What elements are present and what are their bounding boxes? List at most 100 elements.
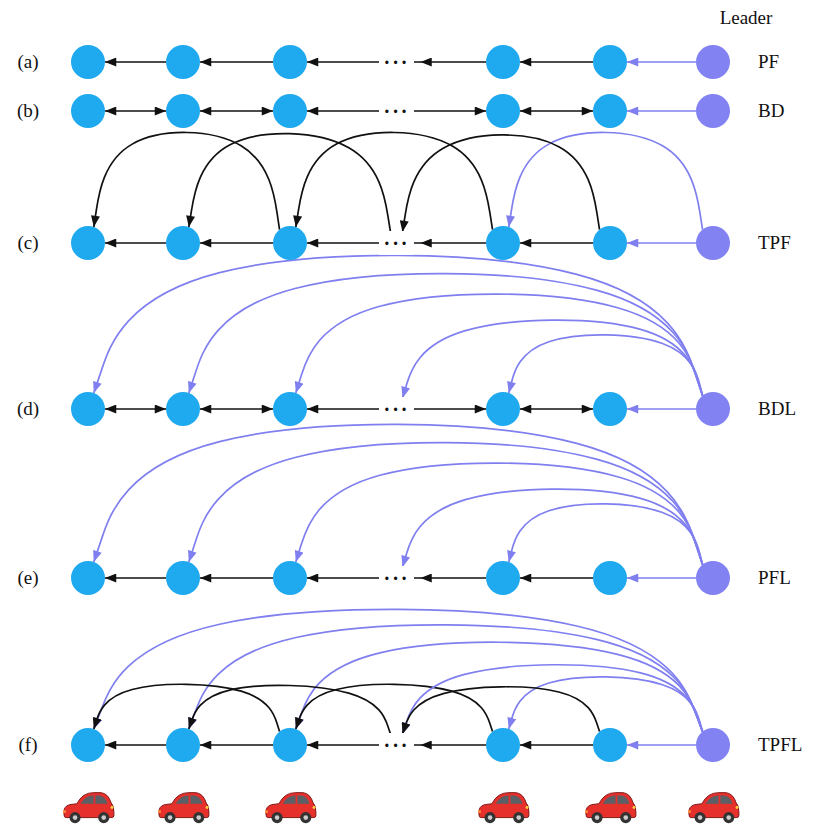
connector	[105, 577, 166, 579]
connector	[296, 294, 703, 396]
scheme-name: BD	[758, 100, 784, 123]
car	[158, 793, 209, 824]
follower-node	[593, 392, 627, 426]
connector	[520, 577, 593, 579]
connector	[627, 577, 696, 579]
follower-node	[166, 728, 200, 762]
connector	[94, 132, 280, 229]
follower-node	[166, 94, 200, 128]
follower-node	[71, 561, 105, 595]
connector	[94, 255, 703, 395]
follower-node	[273, 561, 307, 595]
follower-node	[593, 45, 627, 79]
follower-node	[273, 392, 307, 426]
connector	[509, 132, 703, 229]
hidden-link-arc	[189, 685, 391, 734]
connector	[200, 61, 273, 63]
leader-label: Leader	[720, 7, 773, 30]
ellipsis: ···	[379, 397, 413, 421]
follower-node	[593, 226, 627, 260]
connector	[189, 625, 703, 732]
scheme-name: BDL	[758, 398, 796, 421]
follower-node	[593, 94, 627, 128]
follower-node	[71, 392, 105, 426]
follower-node	[486, 45, 520, 79]
connector	[509, 677, 703, 732]
row-label: (c)	[17, 232, 38, 255]
follower-node	[593, 561, 627, 595]
follower-node	[166, 561, 200, 595]
car	[63, 793, 114, 824]
car	[688, 793, 739, 824]
connector	[520, 61, 593, 63]
row-label: (a)	[17, 51, 38, 74]
follower-node	[166, 392, 200, 426]
connector	[189, 443, 703, 565]
follower-node	[486, 561, 520, 595]
connector	[94, 424, 703, 564]
connector	[520, 408, 593, 410]
hidden-link-arc	[403, 320, 703, 398]
ellipsis: ···	[379, 50, 413, 74]
follower-node	[273, 94, 307, 128]
leader-node	[696, 226, 730, 260]
hidden-link-arc	[403, 665, 703, 734]
leader-node	[696, 561, 730, 595]
ellipsis: ···	[379, 733, 413, 757]
connector	[200, 744, 273, 746]
follower-node	[166, 45, 200, 79]
car	[585, 793, 636, 824]
scheme-name: PF	[758, 51, 779, 74]
connector	[296, 132, 493, 229]
hidden-link-arc	[403, 135, 600, 232]
leader-node	[696, 94, 730, 128]
connector	[627, 61, 696, 63]
ellipsis: ···	[379, 231, 413, 255]
connector	[627, 110, 696, 112]
follower-node	[486, 94, 520, 128]
connector	[520, 242, 593, 244]
connector	[105, 110, 166, 112]
scheme-name: PFL	[758, 567, 791, 590]
leader-node	[696, 45, 730, 79]
row-label: (e)	[17, 567, 38, 590]
leader-node	[696, 728, 730, 762]
connector	[520, 110, 593, 112]
row-label: (d)	[17, 398, 39, 421]
follower-node	[71, 45, 105, 79]
leader-node	[696, 392, 730, 426]
follower-node	[71, 728, 105, 762]
follower-node	[273, 45, 307, 79]
hidden-link-arc	[403, 687, 600, 734]
connector	[520, 744, 593, 746]
follower-node	[593, 728, 627, 762]
row-label: (b)	[17, 100, 39, 123]
follower-node	[273, 728, 307, 762]
connector	[627, 408, 696, 410]
connector	[200, 242, 273, 244]
scheme-name: TPFL	[758, 734, 802, 757]
follower-node	[71, 226, 105, 260]
follower-node	[273, 226, 307, 260]
connector	[94, 684, 280, 731]
connector	[105, 408, 166, 410]
ellipsis: ···	[379, 99, 413, 123]
follower-node	[166, 226, 200, 260]
connector	[94, 609, 703, 731]
scheme-name: TPF	[758, 232, 791, 255]
connector	[296, 463, 703, 565]
follower-node	[486, 226, 520, 260]
connector	[627, 744, 696, 746]
connector	[627, 242, 696, 244]
connector	[105, 744, 166, 746]
connector	[105, 242, 166, 244]
car	[265, 793, 316, 824]
ellipsis: ···	[379, 566, 413, 590]
connector	[200, 408, 273, 410]
connector	[105, 61, 166, 63]
hidden-link-arc	[189, 134, 391, 232]
connector	[200, 577, 273, 579]
row-label: (f)	[19, 734, 38, 757]
connector	[200, 110, 273, 112]
follower-node	[486, 392, 520, 426]
